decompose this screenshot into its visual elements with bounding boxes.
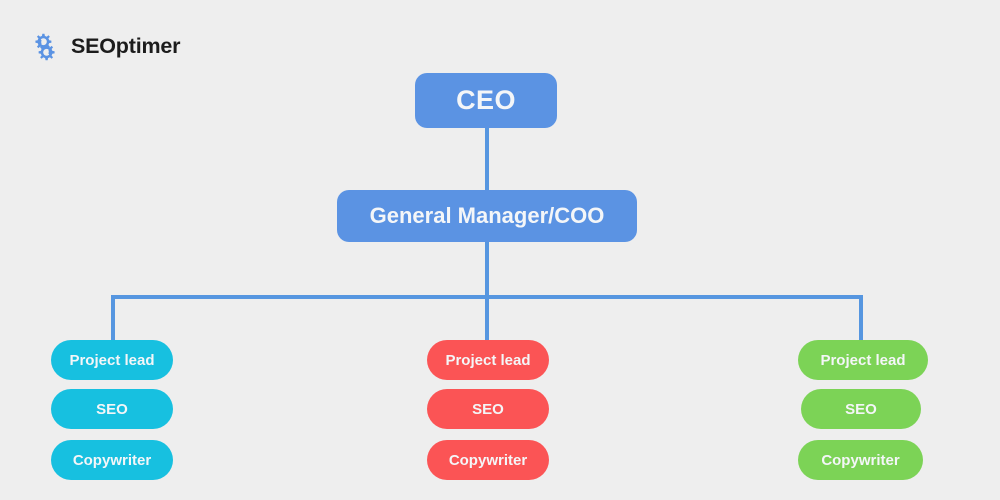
- node-team-1-copywriter[interactable]: Copywriter: [51, 440, 173, 480]
- node-team-3-project-lead[interactable]: Project lead: [798, 340, 928, 380]
- interlocking-gears-icon: [28, 30, 62, 64]
- node-general-manager[interactable]: General Manager/COO: [337, 190, 637, 242]
- connector-drop-team-1: [111, 295, 115, 341]
- node-team-3-seo[interactable]: SEO: [801, 389, 921, 429]
- connector-horizontal-bus: [111, 295, 863, 299]
- node-ceo[interactable]: CEO: [415, 73, 557, 128]
- brand-logo: SEOptimer: [28, 30, 181, 64]
- brand-name: SEOptimer: [71, 34, 181, 59]
- node-team-2-copywriter[interactable]: Copywriter: [427, 440, 549, 480]
- connector-drop-team-3: [859, 295, 863, 341]
- connector-gm-trunk: [485, 242, 489, 341]
- node-team-1-project-lead[interactable]: Project lead: [51, 340, 173, 380]
- node-team-1-seo[interactable]: SEO: [51, 389, 173, 429]
- connector-ceo-to-gm: [485, 128, 489, 190]
- node-team-3-copywriter[interactable]: Copywriter: [798, 440, 923, 480]
- node-team-2-seo[interactable]: SEO: [427, 389, 549, 429]
- node-team-2-project-lead[interactable]: Project lead: [427, 340, 549, 380]
